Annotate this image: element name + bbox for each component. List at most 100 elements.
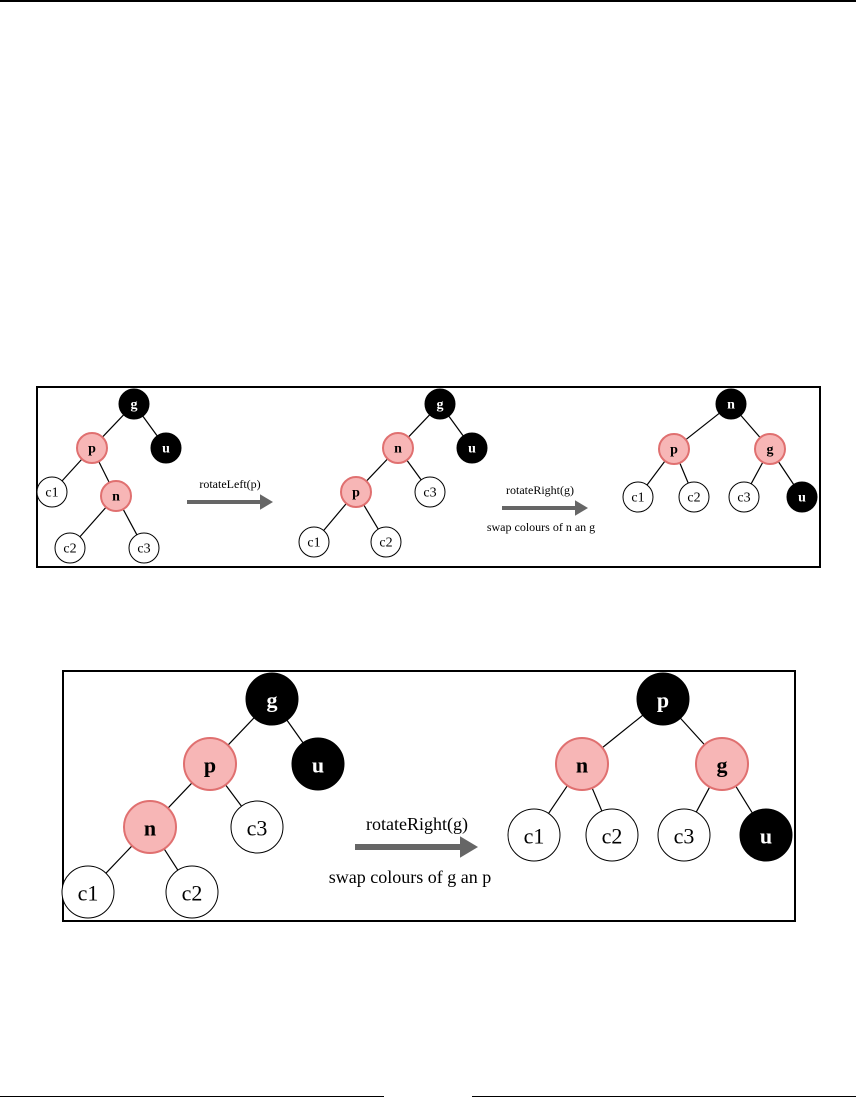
tree-node-n: n <box>556 738 608 790</box>
tree-node-u: u <box>151 433 181 463</box>
tree-edge-n-p <box>686 413 719 439</box>
node-label: c1 <box>78 881 99 906</box>
tree-node-c2: c2 <box>166 866 218 918</box>
tree-node-c3: c3 <box>729 482 759 512</box>
node-label: g <box>131 398 138 413</box>
tree-node-p: p <box>341 477 371 507</box>
node-label: p <box>204 753 216 778</box>
tree-node-c3: c3 <box>658 809 710 861</box>
tree-edge-n-c3 <box>407 460 421 480</box>
tree-edge-g-u <box>287 720 303 743</box>
tree-node-u: u <box>740 809 792 861</box>
tree-edge-n-c2 <box>164 849 178 870</box>
node-label: p <box>88 442 96 457</box>
node-label: c1 <box>631 491 644 506</box>
tree-node-u: u <box>457 433 487 463</box>
tree-edge-n-g <box>741 415 760 437</box>
node-label: u <box>798 491 806 506</box>
tree-node-p: p <box>637 673 689 725</box>
node-label: c1 <box>307 536 320 551</box>
node-label: g <box>767 443 774 458</box>
tree-edge-p-c2 <box>680 463 688 483</box>
node-label: p <box>670 443 678 458</box>
tree-edge-p-c2 <box>364 505 379 529</box>
tree-edge-g-u <box>778 461 793 484</box>
tree-edge-g-u <box>143 416 157 436</box>
node-label: u <box>468 442 476 457</box>
node-label: n <box>394 442 402 457</box>
tree-node-c2: c2 <box>371 527 401 557</box>
tree-edge-g-c3 <box>696 787 709 812</box>
node-label: u <box>312 753 324 778</box>
tree-edge-n-c2 <box>80 507 106 537</box>
tree-node-c3: c3 <box>129 533 159 563</box>
node-label: c2 <box>687 491 700 506</box>
tree-edge-p-n <box>168 783 192 808</box>
tree-node-n: n <box>383 433 413 463</box>
tree-edge-n-c1 <box>549 786 568 814</box>
node-label: c3 <box>137 542 150 557</box>
node-label: n <box>576 753 588 778</box>
step-2-label: rotateRight(g) <box>506 483 574 497</box>
tree-node-c2: c2 <box>586 809 638 861</box>
tree-node-c3: c3 <box>415 477 445 507</box>
fig2-step-arrow-head-icon <box>460 836 478 858</box>
tree-edge-p-n <box>602 715 642 747</box>
node-label: c3 <box>737 491 750 506</box>
tree-edge-g-u <box>449 416 463 436</box>
tree-edge-n-c1 <box>106 846 132 873</box>
tree-edge-p-c1 <box>324 503 347 530</box>
fig2-step-sublabel: swap colours of g an p <box>329 867 491 887</box>
tree-node-g: g <box>246 673 298 725</box>
node-label: c2 <box>602 824 623 849</box>
tree-node-g: g <box>696 738 748 790</box>
tree-node-g: g <box>425 389 455 419</box>
node-label: n <box>727 398 735 413</box>
node-label: c2 <box>379 536 392 551</box>
tree-node-c1: c1 <box>62 866 114 918</box>
node-label: c2 <box>63 542 76 557</box>
tree-node-n: n <box>716 389 746 419</box>
node-label: n <box>112 490 120 505</box>
node-label: c1 <box>524 824 545 849</box>
tree-node-c2: c2 <box>679 482 709 512</box>
tree-edge-p-c1 <box>62 459 82 481</box>
tree-edge-n-p <box>366 459 387 481</box>
tree-edge-g-p <box>102 415 123 437</box>
tree-edge-p-n <box>99 461 110 482</box>
node-label: c1 <box>45 486 58 501</box>
tree-node-c3: c3 <box>231 801 283 853</box>
tree-node-c1: c1 <box>508 809 560 861</box>
node-label: g <box>267 688 278 713</box>
tree-edge-p-g <box>680 718 704 744</box>
node-label: g <box>717 753 728 778</box>
node-label: g <box>437 398 444 413</box>
tree-edge-n-c2 <box>592 788 602 811</box>
tree-node-u: u <box>787 482 817 512</box>
node-label: u <box>162 442 170 457</box>
tree-node-c2: c2 <box>55 533 85 563</box>
tree-node-c1: c1 <box>299 527 329 557</box>
tree-node-g: g <box>119 389 149 419</box>
tree-edge-g-u <box>736 786 753 813</box>
node-label: n <box>144 816 156 841</box>
node-label: p <box>657 688 669 713</box>
tree-edge-g-c3 <box>751 462 763 484</box>
step-1-arrow-head-icon <box>260 494 273 510</box>
tree-node-p: p <box>184 738 236 790</box>
node-label: c3 <box>247 816 268 841</box>
step-2-arrow-head-icon <box>575 500 588 516</box>
tree-node-n: n <box>101 481 131 511</box>
node-label: p <box>352 486 360 501</box>
tree-edge-n-c3 <box>123 509 137 535</box>
tree-node-g: g <box>755 434 785 464</box>
node-label: u <box>760 824 772 849</box>
tree-node-c1: c1 <box>37 477 67 507</box>
node-label: c3 <box>674 824 695 849</box>
node-label: c2 <box>182 881 203 906</box>
tree-node-c1: c1 <box>623 482 653 512</box>
tree-node-n: n <box>124 801 176 853</box>
tree-edge-g-p <box>228 718 254 745</box>
tree-edge-p-c1 <box>647 461 665 485</box>
